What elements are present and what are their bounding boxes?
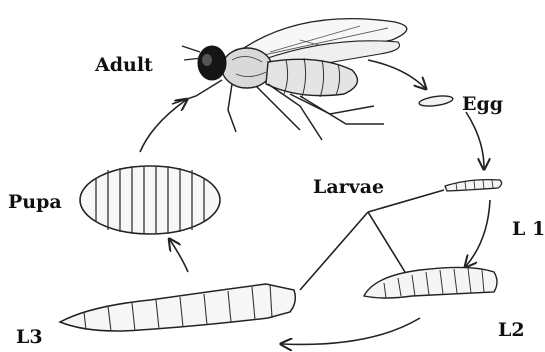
egg-illustration: [419, 94, 454, 108]
arrow-pupa-to-adult: [140, 100, 186, 152]
l1-larva-illustration: [445, 180, 502, 191]
arrow-l2-to-l3: [282, 318, 420, 344]
label-egg: Egg: [462, 93, 503, 115]
l2-larva-illustration: [364, 267, 497, 298]
label-adult: Adult: [94, 54, 153, 76]
label-l1: L 1: [512, 218, 545, 240]
arrow-l1-to-l2: [466, 200, 490, 266]
arrow-l3-to-pupa: [170, 240, 188, 272]
label-l2: L2: [498, 319, 525, 341]
label-larvae: Larvae: [313, 176, 384, 198]
pupa-illustration: [80, 166, 220, 234]
adult-fly-illustration: [172, 19, 407, 140]
label-l3: L3: [16, 326, 43, 348]
label-pupa: Pupa: [8, 191, 62, 213]
arrow-adult-to-egg: [368, 60, 425, 88]
arrow-egg-to-l1: [466, 112, 484, 168]
l3-larva-illustration: [60, 284, 295, 331]
